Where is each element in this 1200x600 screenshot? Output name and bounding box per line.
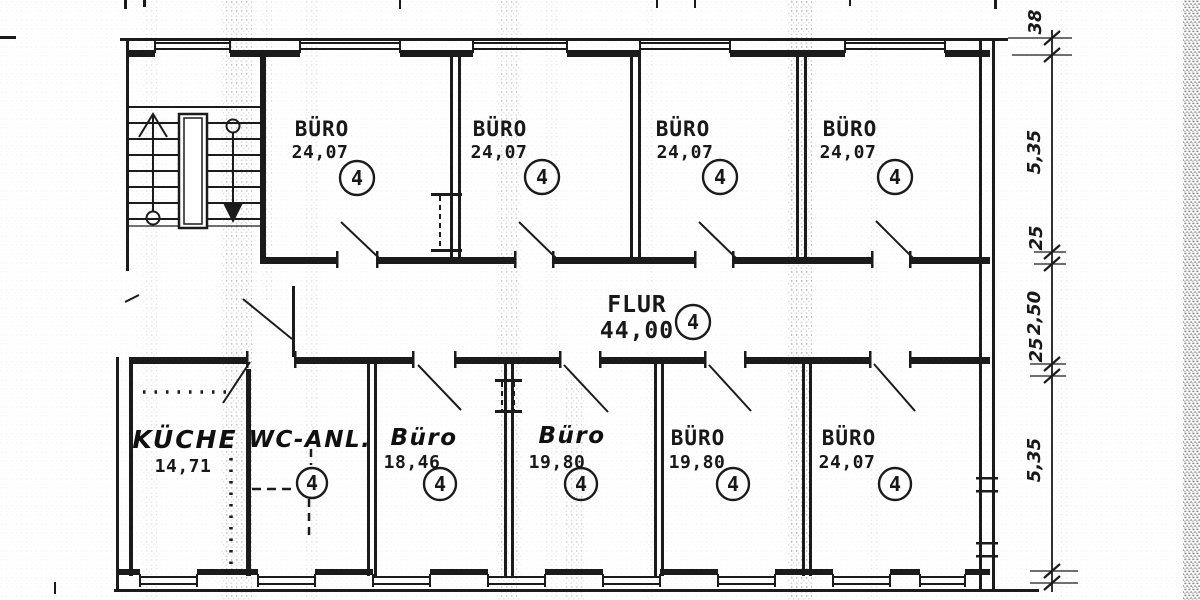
- room-area: 14,71: [155, 456, 212, 477]
- window-bottom-5: [602, 574, 661, 587]
- room-area: 19,80: [669, 452, 726, 473]
- unit-number: 4: [727, 472, 739, 496]
- room-area: 44,00: [600, 318, 674, 344]
- dim-wall-bottom: 25: [1026, 337, 1047, 362]
- unit-circle: [563, 466, 599, 502]
- unit-circle: [701, 158, 739, 196]
- window-bottom-6: [717, 574, 776, 587]
- unit-number: 4: [351, 166, 363, 190]
- room-area: 18,46: [384, 452, 441, 473]
- room-label-buero-bottom-4: BÜRO 24,07 4: [819, 425, 913, 502]
- room-area: 24,07: [471, 142, 528, 163]
- windows: [139, 40, 998, 587]
- window-top-1: [299, 40, 401, 53]
- window-bottom-7: [832, 574, 891, 587]
- window-bottom-8: [919, 574, 966, 587]
- unit-circle: [422, 466, 458, 502]
- staircase: [129, 106, 260, 230]
- unit-number: 4: [714, 165, 726, 189]
- room-area: 19,80: [529, 452, 586, 473]
- room-name: FLUR: [607, 292, 666, 318]
- stair-up-arrow: [138, 112, 168, 226]
- room-label-flur: FLUR 44,00 4: [600, 292, 712, 344]
- room-name: KÜCHE: [132, 424, 237, 454]
- dim-parapet: 38: [1025, 9, 1046, 34]
- unit-circle: [674, 303, 712, 341]
- duct-symbols: [431, 193, 522, 413]
- unit-circle: [295, 466, 329, 500]
- unit-number: 4: [889, 472, 901, 496]
- window-bottom-2: [257, 574, 316, 587]
- room-label-kueche: KÜCHE 14,71: [132, 424, 237, 477]
- room-name: BÜRO: [295, 116, 350, 141]
- unit-number: 4: [434, 472, 446, 496]
- stair-down-arrow: [223, 118, 243, 223]
- unit-circle: [877, 466, 913, 502]
- room-area: 24,07: [657, 142, 714, 163]
- room-label-buero-bottom-1: Büro 18,46 4: [384, 425, 458, 502]
- unit-number: 4: [687, 310, 699, 334]
- window-top-3: [639, 40, 731, 53]
- unit-circle: [523, 158, 561, 196]
- window-top-4: [844, 40, 946, 53]
- room-name: BÜRO: [822, 425, 877, 450]
- window-right: [976, 477, 998, 558]
- room-area: 24,07: [292, 142, 349, 163]
- unit-number: 4: [575, 472, 587, 496]
- room-name: Büro: [538, 423, 605, 449]
- unit-circle: [715, 466, 751, 502]
- dimension-chain: 38 5,35 25 2,50 25 5,35: [1008, 9, 1078, 592]
- room-area: 24,07: [819, 452, 876, 473]
- window-top-stair: [154, 40, 231, 53]
- dim-wall-top: 25: [1026, 225, 1047, 250]
- room-label-buero-bottom-2: Büro 19,80 4: [529, 423, 605, 502]
- room-label-buero-top-1: BÜRO 24,07 4: [292, 116, 376, 197]
- room-label-wc-anlage: WC-ANL. 4: [249, 427, 372, 500]
- room-label-buero-top-2: BÜRO 24,07 4: [471, 116, 561, 196]
- room-name: BÜRO: [473, 116, 528, 141]
- unit-circle: [338, 159, 376, 197]
- unit-number: 4: [306, 471, 318, 495]
- unit-number: 4: [889, 165, 901, 189]
- dim-office-depth-top: 5,35: [1024, 130, 1045, 174]
- window-top-2: [472, 40, 568, 53]
- room-name: BÜRO: [671, 425, 726, 450]
- dim-office-depth-bottom: 5,35: [1024, 438, 1045, 482]
- room-area: 24,07: [820, 142, 877, 163]
- room-labels: BÜRO 24,07 4 BÜRO 24,07 4 BÜRO 24,07 4 B…: [132, 116, 914, 502]
- window-bottom-3: [372, 574, 431, 587]
- room-label-buero-bottom-3: BÜRO 19,80 4: [669, 425, 751, 502]
- window-bottom-4: [487, 574, 546, 587]
- room-label-buero-top-3: BÜRO 24,07 4: [656, 116, 739, 196]
- room-name: BÜRO: [656, 116, 711, 141]
- room-label-buero-top-4: BÜRO 24,07 4: [820, 116, 914, 196]
- window-bottom-1: [139, 574, 198, 587]
- room-name: BÜRO: [823, 116, 878, 141]
- room-name: WC-ANL.: [249, 427, 372, 453]
- unit-circle: [876, 158, 914, 196]
- dim-corridor-width: 2,50: [1024, 291, 1045, 335]
- unit-number: 4: [536, 165, 548, 189]
- dashed-fixtures: [143, 390, 313, 573]
- walls: [114, 38, 1039, 592]
- room-name: Büro: [390, 425, 457, 451]
- doors: [222, 220, 916, 413]
